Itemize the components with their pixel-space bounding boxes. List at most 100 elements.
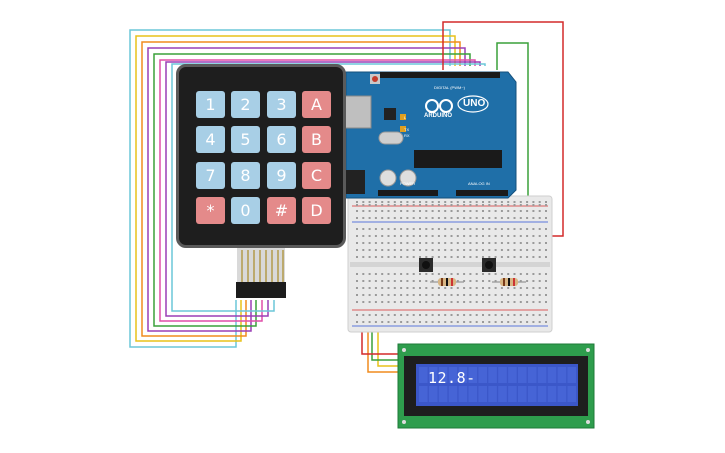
breadboard-hole bbox=[381, 217, 384, 219]
breadboard-hole bbox=[368, 217, 371, 219]
breadboard-hole bbox=[412, 287, 415, 289]
keypad-key[interactable]: 1 bbox=[196, 91, 225, 118]
breadboard-hole bbox=[545, 256, 547, 258]
breadboard-hole bbox=[538, 301, 541, 303]
breadboard-hole bbox=[519, 235, 522, 237]
breadboard-hole bbox=[419, 204, 421, 206]
breadboard-hole bbox=[513, 217, 516, 219]
breadboard-hole bbox=[374, 314, 377, 316]
breadboard-hole bbox=[393, 321, 396, 323]
breadboard-hole bbox=[463, 217, 466, 219]
breadboard-hole bbox=[425, 210, 428, 212]
breadboard-hole bbox=[494, 273, 497, 275]
breadboard-hole bbox=[513, 201, 516, 203]
breadboard-hole bbox=[500, 210, 503, 212]
keypad-key[interactable]: 3 bbox=[267, 91, 296, 118]
breadboard-hole bbox=[450, 210, 453, 212]
breadboard-hole bbox=[387, 314, 390, 316]
lcd-cell bbox=[527, 386, 537, 402]
keypad-key[interactable]: B bbox=[302, 126, 331, 153]
breadboard-hole bbox=[450, 249, 453, 251]
breadboard-hole bbox=[381, 201, 384, 203]
breadboard-hole bbox=[425, 217, 428, 219]
keypad-key[interactable]: 6 bbox=[267, 126, 296, 153]
breadboard-hole bbox=[469, 235, 472, 237]
breadboard-hole bbox=[526, 201, 529, 203]
keypad-key[interactable]: 2 bbox=[231, 91, 260, 118]
breadboard-hole bbox=[437, 228, 440, 230]
breadboard-hole bbox=[381, 204, 384, 206]
breadboard-hole bbox=[475, 294, 478, 296]
breadboard-hole bbox=[406, 294, 409, 296]
breadboard-hole bbox=[406, 217, 409, 219]
breadboard-hole bbox=[368, 273, 371, 275]
breadboard-hole bbox=[406, 235, 409, 237]
breadboard-hole bbox=[519, 314, 522, 316]
pushbutton-1 bbox=[419, 258, 433, 272]
breadboard-hole bbox=[368, 321, 371, 323]
arduino-model-label: UNO bbox=[463, 98, 486, 109]
keypad-key[interactable]: 4 bbox=[196, 126, 225, 153]
breadboard-hole bbox=[400, 228, 403, 230]
keypad-key[interactable]: # bbox=[267, 197, 296, 224]
breadboard-hole bbox=[513, 242, 516, 244]
breadboard-hole bbox=[356, 273, 358, 275]
keypad-key[interactable]: C bbox=[302, 162, 331, 189]
breadboard-hole bbox=[532, 301, 535, 303]
breadboard-hole bbox=[400, 294, 403, 296]
lcd-cell bbox=[527, 367, 537, 383]
keypad-key[interactable]: 7 bbox=[196, 162, 225, 189]
keypad-key[interactable]: * bbox=[196, 197, 225, 224]
lcd-cell bbox=[468, 386, 478, 402]
breadboard-hole bbox=[412, 210, 415, 212]
breadboard-hole bbox=[513, 249, 516, 251]
breadboard-hole bbox=[532, 242, 535, 244]
breadboard-hole bbox=[431, 287, 434, 289]
rx-led-label: RX bbox=[404, 133, 410, 138]
breadboard-hole bbox=[538, 294, 541, 296]
breadboard-hole bbox=[381, 242, 384, 244]
breadboard-hole bbox=[469, 217, 472, 219]
breadboard-hole bbox=[475, 280, 478, 282]
breadboard-hole bbox=[425, 235, 428, 237]
breadboard-hole bbox=[393, 201, 396, 203]
breadboard-hole bbox=[463, 280, 466, 282]
breadboard-hole bbox=[381, 228, 384, 230]
keypad-key[interactable]: 9 bbox=[267, 162, 296, 189]
breadboard-hole bbox=[545, 210, 547, 212]
lcd-cell bbox=[438, 367, 448, 383]
keypad-key[interactable]: 8 bbox=[231, 162, 260, 189]
breadboard-hole bbox=[362, 210, 365, 212]
power-pins-label: POWER bbox=[400, 181, 416, 186]
breadboard-hole bbox=[437, 314, 440, 316]
breadboard-hole bbox=[482, 249, 484, 251]
breadboard-hole bbox=[437, 321, 440, 323]
breadboard-hole bbox=[450, 228, 453, 230]
breadboard-hole bbox=[507, 228, 510, 230]
breadboard-hole bbox=[450, 217, 453, 219]
breadboard-hole bbox=[526, 217, 529, 219]
breadboard-hole bbox=[507, 273, 510, 275]
breadboard-hole bbox=[532, 314, 535, 316]
breadboard-hole bbox=[368, 294, 371, 296]
breadboard-hole bbox=[538, 217, 541, 219]
breadboard-hole bbox=[374, 204, 377, 206]
breadboard-hole bbox=[507, 314, 510, 316]
keypad-key[interactable]: D bbox=[302, 197, 331, 224]
breadboard-hole bbox=[538, 280, 541, 282]
keypad-key[interactable]: A bbox=[302, 91, 331, 118]
breadboard-hole bbox=[393, 204, 396, 206]
breadboard-hole bbox=[500, 228, 503, 230]
breadboard-hole bbox=[444, 273, 447, 275]
breadboard-hole bbox=[400, 201, 403, 203]
breadboard-hole bbox=[356, 301, 358, 303]
keypad-key[interactable]: 0 bbox=[231, 197, 260, 224]
breadboard-hole bbox=[450, 294, 453, 296]
breadboard-hole bbox=[482, 210, 484, 212]
breadboard-hole bbox=[419, 210, 421, 212]
keypad-key[interactable]: 5 bbox=[231, 126, 260, 153]
breadboard-hole bbox=[431, 201, 434, 203]
breadboard-hole bbox=[475, 321, 478, 323]
breadboard-hole bbox=[513, 294, 516, 296]
breadboard-hole bbox=[362, 273, 365, 275]
